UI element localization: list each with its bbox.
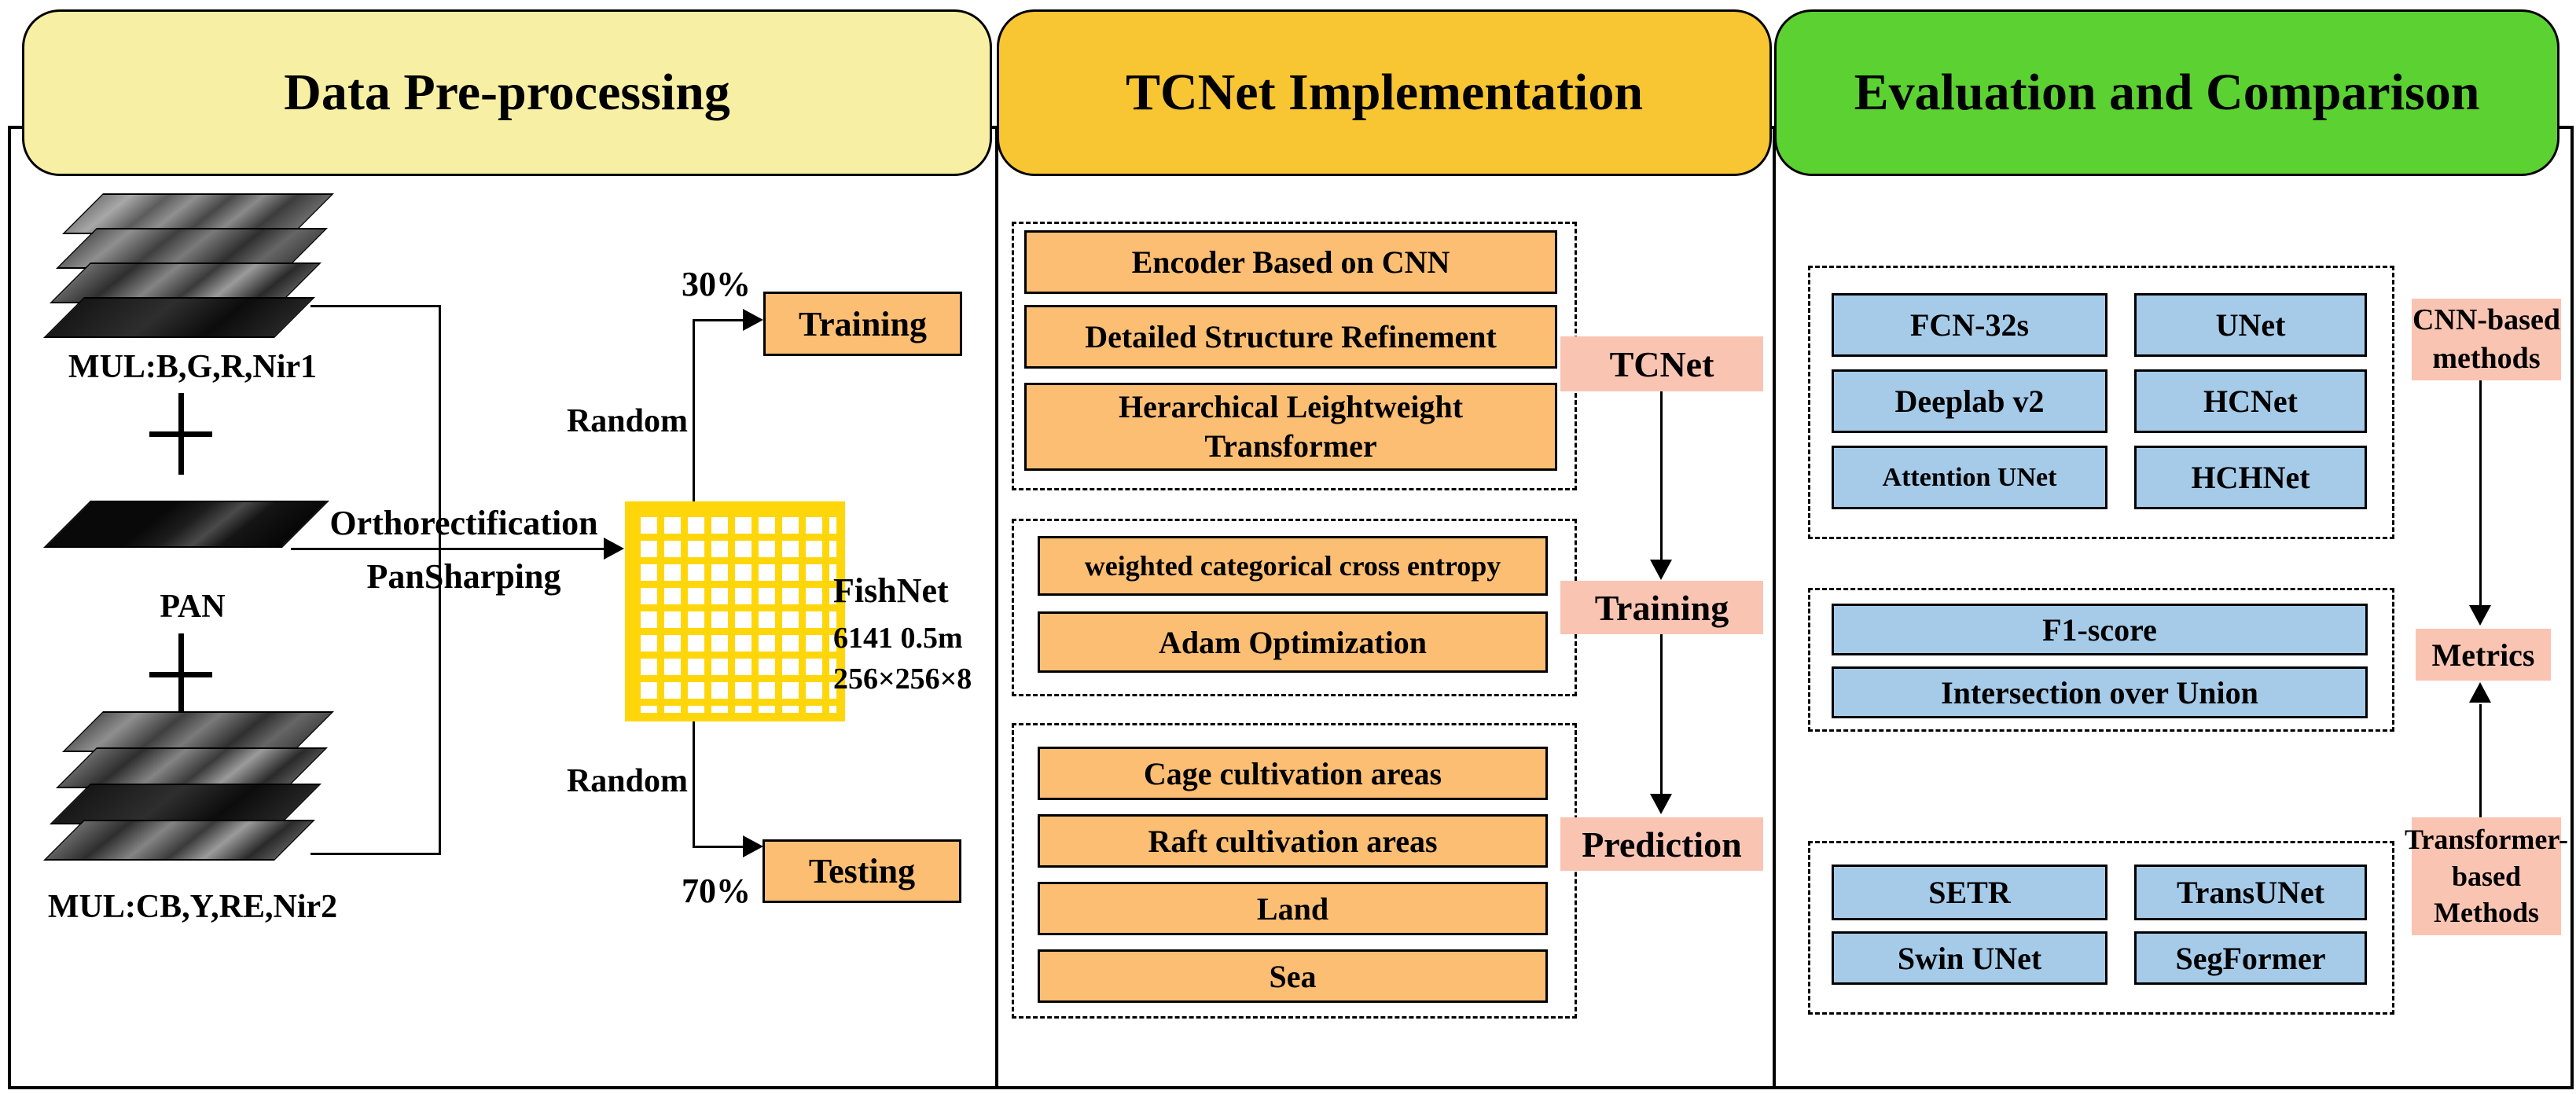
satellite-layer	[62, 711, 334, 752]
raft-box: Raft cultivation areas	[1038, 814, 1548, 868]
lightweight-transformer-box: Herarchical Leightweight Transformer	[1024, 383, 1557, 471]
iou-box: Intersection over Union	[1832, 666, 2368, 718]
f1-box: F1-score	[1832, 604, 2368, 655]
implementation-header: TCNet Implementation	[997, 9, 1772, 176]
random-bottom-label: Random	[566, 763, 688, 799]
hcnet-box: HCNet	[2134, 369, 2367, 433]
percent-70-label: 70%	[682, 872, 751, 910]
hchnet-box: HCHNet	[2134, 446, 2367, 509]
deeplabv2-box: Deeplab v2	[1832, 369, 2107, 433]
prediction-stage: Prediction	[1560, 817, 1763, 871]
training-stage: Training	[1560, 581, 1763, 634]
transformer-methods-label: Transformer- based Methods	[2405, 817, 2568, 935]
cnn-methods-group	[1808, 266, 2394, 539]
cage-box: Cage cultivation areas	[1038, 747, 1548, 800]
plus-icon	[149, 633, 212, 715]
fishnet-size-label: 256×256×8	[833, 663, 972, 696]
evaluation-header: Evaluation and Comparison	[1774, 9, 2559, 176]
fishnet-count-label: 6141 0.5m	[833, 622, 963, 655]
fishnet-grid	[625, 501, 845, 721]
comparison-arrow	[2479, 704, 2482, 817]
satellite-layer	[43, 501, 329, 548]
structure-refinement-box: Detailed Structure Refinement	[1024, 305, 1557, 369]
orthorectification-label: Orthorectification	[329, 504, 598, 542]
arrowhead-down-icon	[2469, 605, 2491, 626]
satellite-layer	[50, 784, 322, 824]
flow-arrow	[291, 548, 605, 550]
mul1-label: MUL:B,G,R,Nir1	[68, 349, 318, 385]
satellite-layer	[43, 297, 315, 338]
cross-entropy-box: weighted categorical cross entropy	[1038, 536, 1548, 596]
mul2-label: MUL:CB,Y,RE,Nir2	[47, 889, 338, 925]
sea-box: Sea	[1038, 949, 1548, 1003]
connector-line	[311, 853, 439, 855]
split-line-top	[693, 321, 695, 501]
satellite-layer	[56, 747, 328, 788]
segformer-box: SegFormer	[2134, 931, 2367, 985]
stage-arrow	[1660, 634, 1663, 795]
arrowhead-down-icon	[1650, 560, 1672, 580]
swin-unet-box: Swin UNet	[1832, 931, 2107, 985]
arrowhead-right-icon	[604, 538, 624, 560]
cnn-methods-label: CNN-based methods	[2412, 299, 2561, 380]
random-top-label: Random	[566, 403, 688, 439]
unet-box: UNet	[2134, 293, 2367, 357]
land-box: Land	[1038, 882, 1548, 935]
attention-unet-box: Attention UNet	[1832, 446, 2107, 509]
split-line-bottom	[693, 846, 746, 848]
split-line-bottom	[693, 704, 695, 848]
adam-box: Adam Optimization	[1038, 611, 1548, 673]
stage-arrow	[1660, 391, 1663, 563]
fcn32s-box: FCN-32s	[1832, 293, 2107, 357]
plus-icon	[149, 393, 212, 475]
encoder-cnn-box: Encoder Based on CNN	[1024, 230, 1557, 294]
arrowhead-up-icon	[2469, 682, 2491, 703]
percent-30-label: 30%	[682, 265, 751, 303]
arrowhead-down-icon	[1650, 794, 1672, 814]
arrowhead-right-icon	[743, 835, 763, 857]
metrics-group	[1808, 588, 2394, 732]
arrowhead-right-icon	[743, 309, 763, 331]
satellite-layer	[43, 820, 315, 861]
transformer-methods-group	[1808, 841, 2394, 1015]
training-box: Training	[763, 292, 962, 356]
transunet-box: TransUNet	[2134, 865, 2367, 920]
classes-group	[1012, 723, 1577, 1019]
pan-label: PAN	[160, 589, 226, 625]
metrics-label: Metrics	[2416, 629, 2551, 681]
connector-line	[311, 305, 439, 307]
connector-line	[439, 305, 441, 855]
testing-box: Testing	[763, 839, 961, 903]
comparison-arrow	[2479, 380, 2482, 607]
fishnet-label: FishNet	[833, 571, 949, 610]
setr-box: SETR	[1832, 865, 2107, 920]
preprocessing-header: Data Pre-processing	[22, 9, 992, 176]
pansharping-label: PanSharping	[366, 557, 561, 596]
split-line-top	[693, 319, 746, 321]
tcnet-stage: TCNet	[1560, 336, 1763, 391]
